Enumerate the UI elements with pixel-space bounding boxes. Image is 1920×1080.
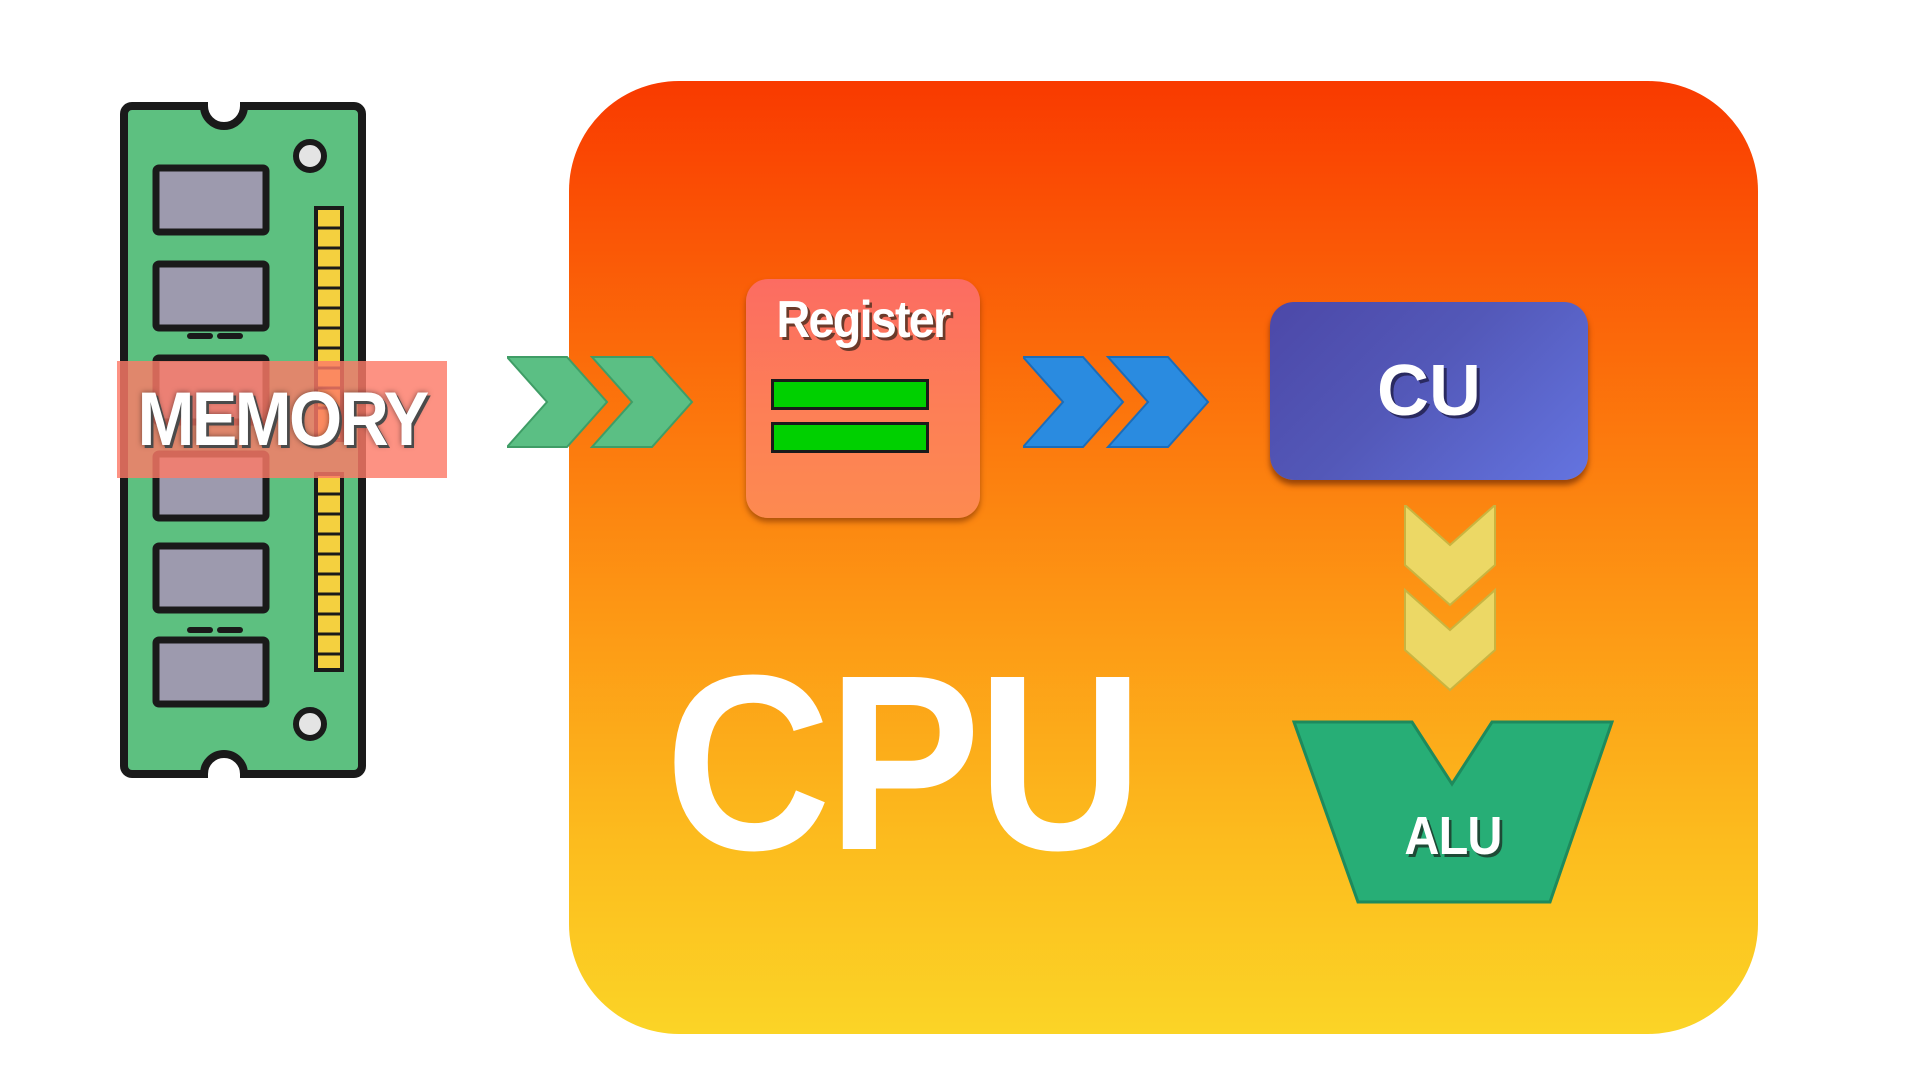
register-bar bbox=[771, 422, 929, 453]
control-unit-box bbox=[1270, 302, 1588, 480]
register-bar bbox=[771, 379, 929, 410]
register-label: Register bbox=[776, 291, 952, 349]
double-chevron-right-icon bbox=[1023, 356, 1210, 448]
double-chevron-right-icon bbox=[507, 356, 694, 448]
cpu-label: CPU bbox=[665, 623, 1143, 902]
alu-shape bbox=[1291, 720, 1615, 904]
double-chevron-down-icon bbox=[1404, 505, 1496, 692]
memory-label-background bbox=[117, 361, 447, 478]
alu-label: ALU bbox=[1404, 806, 1502, 866]
control-unit-label: CU bbox=[1377, 351, 1481, 431]
memory-label: MEMORY bbox=[137, 377, 429, 462]
